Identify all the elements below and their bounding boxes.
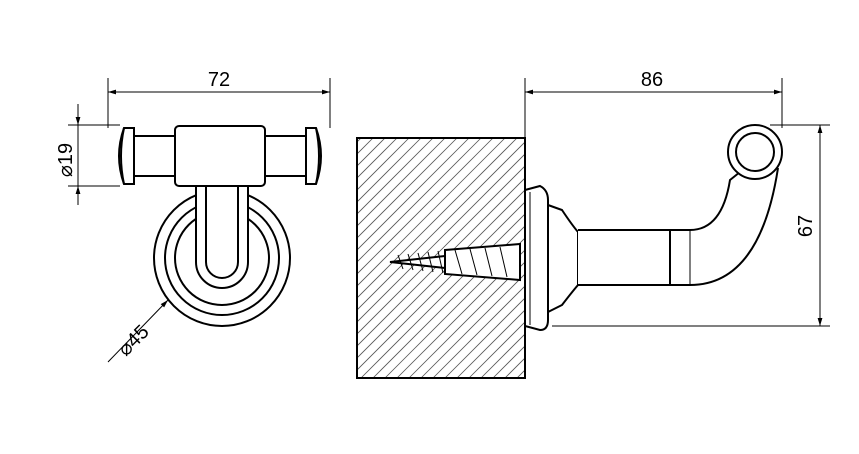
svg-text:⌀19: ⌀19 <box>55 143 77 177</box>
hatch-line <box>357 138 470 251</box>
hatch-line <box>357 138 422 203</box>
hatch-line <box>357 138 410 191</box>
width-label: 72 <box>208 69 230 91</box>
depth-label: 86 <box>641 69 663 91</box>
front-view: 72 ⌀19 ⌀45 <box>55 69 331 363</box>
hatch-line <box>357 138 434 215</box>
side-view: 86 67 <box>356 69 830 379</box>
rosette-leader <box>107 299 169 363</box>
hatch-line <box>357 138 446 227</box>
hatch-line <box>408 261 525 378</box>
diameter-symbol: ⌀ <box>55 165 77 177</box>
center-boss <box>174 125 266 187</box>
svg-text:⌀45: ⌀45 <box>114 321 154 361</box>
hatch-line <box>468 321 525 378</box>
screw <box>389 254 446 270</box>
hatch-line <box>444 297 525 378</box>
hatch-line <box>357 138 506 287</box>
hatch-line <box>357 138 458 239</box>
height-label: 67 <box>795 215 817 237</box>
bar-diameter-label: 19 <box>55 143 77 165</box>
rosette-profile <box>524 184 549 332</box>
hatch-line <box>480 333 525 378</box>
hatch-line <box>357 138 494 275</box>
hatch-line <box>432 285 525 378</box>
hatch-line <box>357 138 482 263</box>
hatch-line <box>456 309 525 378</box>
hatch-line <box>357 138 518 299</box>
hatch-line <box>420 273 525 378</box>
wall-plug <box>444 242 521 282</box>
